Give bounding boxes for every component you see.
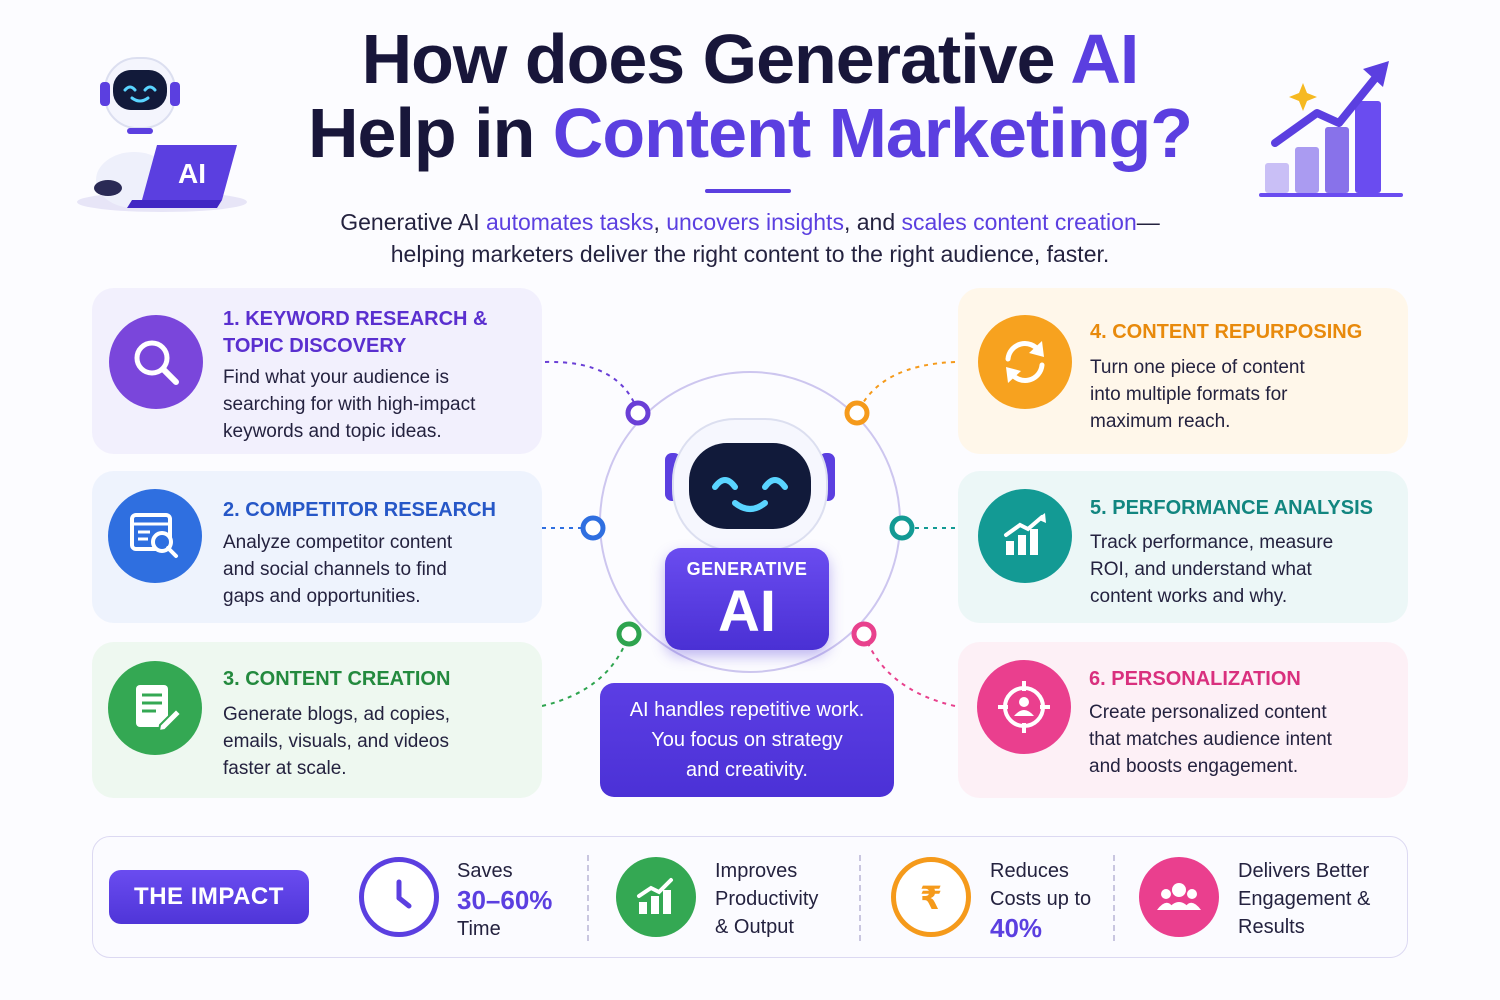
card-title: 5. PERFORMANCE ANALYSIS [1090, 497, 1374, 519]
card-title: TOPIC DISCOVERY [223, 335, 407, 357]
analysis-window-icon [108, 489, 202, 583]
subtitle: Generative AI automates tasks, uncovers … [0, 206, 1500, 270]
growth-chart-icon [978, 489, 1072, 583]
impact-bar: THE IMPACT Saves 30–60% Time Improves Pr… [92, 836, 1408, 958]
card-performance-analysis: 5. PERFORMANCE ANALYSIS Track performanc… [958, 471, 1408, 623]
card-desc: Track performance, measure [1090, 532, 1334, 553]
group-icon [1139, 857, 1219, 937]
card-desc: Turn one piece of content [1090, 357, 1305, 378]
document-edit-icon [108, 661, 202, 755]
divider [859, 855, 861, 941]
connector-dot [616, 621, 642, 647]
title-line2: Help in [307, 94, 553, 172]
impact-text: Improves [715, 860, 798, 882]
bar-chart-icon [616, 857, 696, 937]
impact-text: Costs up to [990, 888, 1092, 910]
subtitle-text: Generative AI [340, 209, 486, 235]
subtitle-text: , and [843, 209, 902, 235]
title-accent-content-marketing: Content Marketing? [552, 94, 1193, 172]
impact-text: Saves [457, 860, 513, 882]
connector-dot [625, 400, 651, 426]
card-title: 2. COMPETITOR RESEARCH [223, 499, 496, 521]
card-content-repurposing: 4. CONTENT REPURPOSING Turn one piece of… [958, 288, 1408, 454]
subtitle-highlight-automates: automates tasks [486, 209, 654, 235]
card-desc: ROI, and understand what [1090, 559, 1312, 580]
card-desc: and social channels to find [223, 559, 447, 580]
connector-dot [580, 515, 606, 541]
card-competitor-research: 2. COMPETITOR RESEARCH Analyze competito… [92, 471, 542, 623]
card-desc: into multiple formats for [1090, 384, 1288, 405]
page-title: How does Generative AI Help in Content M… [0, 22, 1500, 170]
rupee-icon: ₹ [891, 857, 971, 937]
title-underline [705, 189, 791, 193]
growth-chart-icon [1259, 61, 1403, 197]
divider [587, 855, 589, 941]
title-accent-ai: AI [1070, 20, 1139, 98]
impact-text: Delivers Better [1238, 860, 1370, 882]
card-title: 1. KEYWORD RESEARCH & [223, 308, 488, 330]
card-desc: that matches audience intent [1089, 729, 1332, 750]
card-keyword-research: 1. KEYWORD RESEARCH & TOPIC DISCOVERY Fi… [92, 288, 542, 454]
subtitle-text: — [1136, 209, 1160, 235]
card-desc: keywords and topic ideas. [223, 421, 442, 442]
impact-value: 40% [990, 913, 1043, 943]
divider [1113, 855, 1115, 941]
card-desc: Create personalized content [1089, 702, 1327, 723]
subtitle-line2: helping marketers deliver the right cont… [390, 241, 1110, 267]
card-desc: maximum reach. [1090, 411, 1231, 432]
impact-value: 30–60% [457, 885, 553, 915]
card-desc: emails, visuals, and videos [223, 731, 449, 752]
impact-text: Engagement & [1238, 888, 1371, 910]
title-line1: How does Generative [361, 20, 1071, 98]
generative-ai-badge: GENERATIVE AI [665, 548, 829, 650]
robot-laptop-icon: AI [77, 57, 247, 212]
card-desc: and boosts engagement. [1089, 756, 1299, 777]
card-desc: Find what your audience is [223, 367, 450, 388]
card-desc: content works and why. [1090, 586, 1288, 607]
card-title: 4. CONTENT REPURPOSING [1090, 321, 1363, 343]
badge-small-text: GENERATIVE [686, 559, 808, 579]
impact-text: Results [1238, 916, 1305, 938]
center-robot-icon [665, 418, 835, 552]
subtitle-highlight-scales: scales content creation [901, 209, 1137, 235]
badge-big-text: AI [718, 579, 776, 644]
note-line: AI handles repetitive work. [629, 699, 865, 721]
subtitle-text: , [653, 209, 667, 235]
card-title: 3. CONTENT CREATION [223, 668, 451, 690]
note-line: You focus on strategy [651, 729, 843, 751]
connector-dot [889, 515, 915, 541]
card-desc: faster at scale. [223, 758, 347, 779]
subtitle-highlight-insights: uncovers insights [666, 209, 844, 235]
target-user-icon [977, 660, 1071, 754]
card-content-creation: 3. CONTENT CREATION Generate blogs, ad c… [92, 642, 542, 798]
impact-text: Reduces [990, 860, 1069, 882]
impact-text: & Output [715, 916, 794, 938]
card-desc: Analyze competitor content [223, 532, 453, 553]
impact-label: THE IMPACT [109, 870, 309, 924]
card-desc: Generate blogs, ad copies, [223, 704, 451, 725]
impact-text: Time [457, 918, 501, 940]
card-personalization: 6. PERSONALIZATION Create personalized c… [958, 642, 1408, 798]
connector-dot [851, 621, 877, 647]
focus-note: AI handles repetitive work. You focus on… [600, 683, 894, 797]
card-title: 6. PERSONALIZATION [1089, 668, 1301, 690]
note-line: and creativity. [686, 759, 808, 781]
connector-dot [844, 400, 870, 426]
svg-text:₹: ₹ [920, 879, 942, 917]
card-desc: gaps and opportunities. [223, 586, 421, 607]
laptop-ai-label: AI [178, 158, 206, 189]
search-icon [109, 315, 203, 409]
clock-icon [359, 857, 439, 937]
refresh-icon [978, 315, 1072, 409]
card-desc: searching for with high-impact [223, 394, 476, 415]
impact-text: Productivity [715, 888, 819, 910]
